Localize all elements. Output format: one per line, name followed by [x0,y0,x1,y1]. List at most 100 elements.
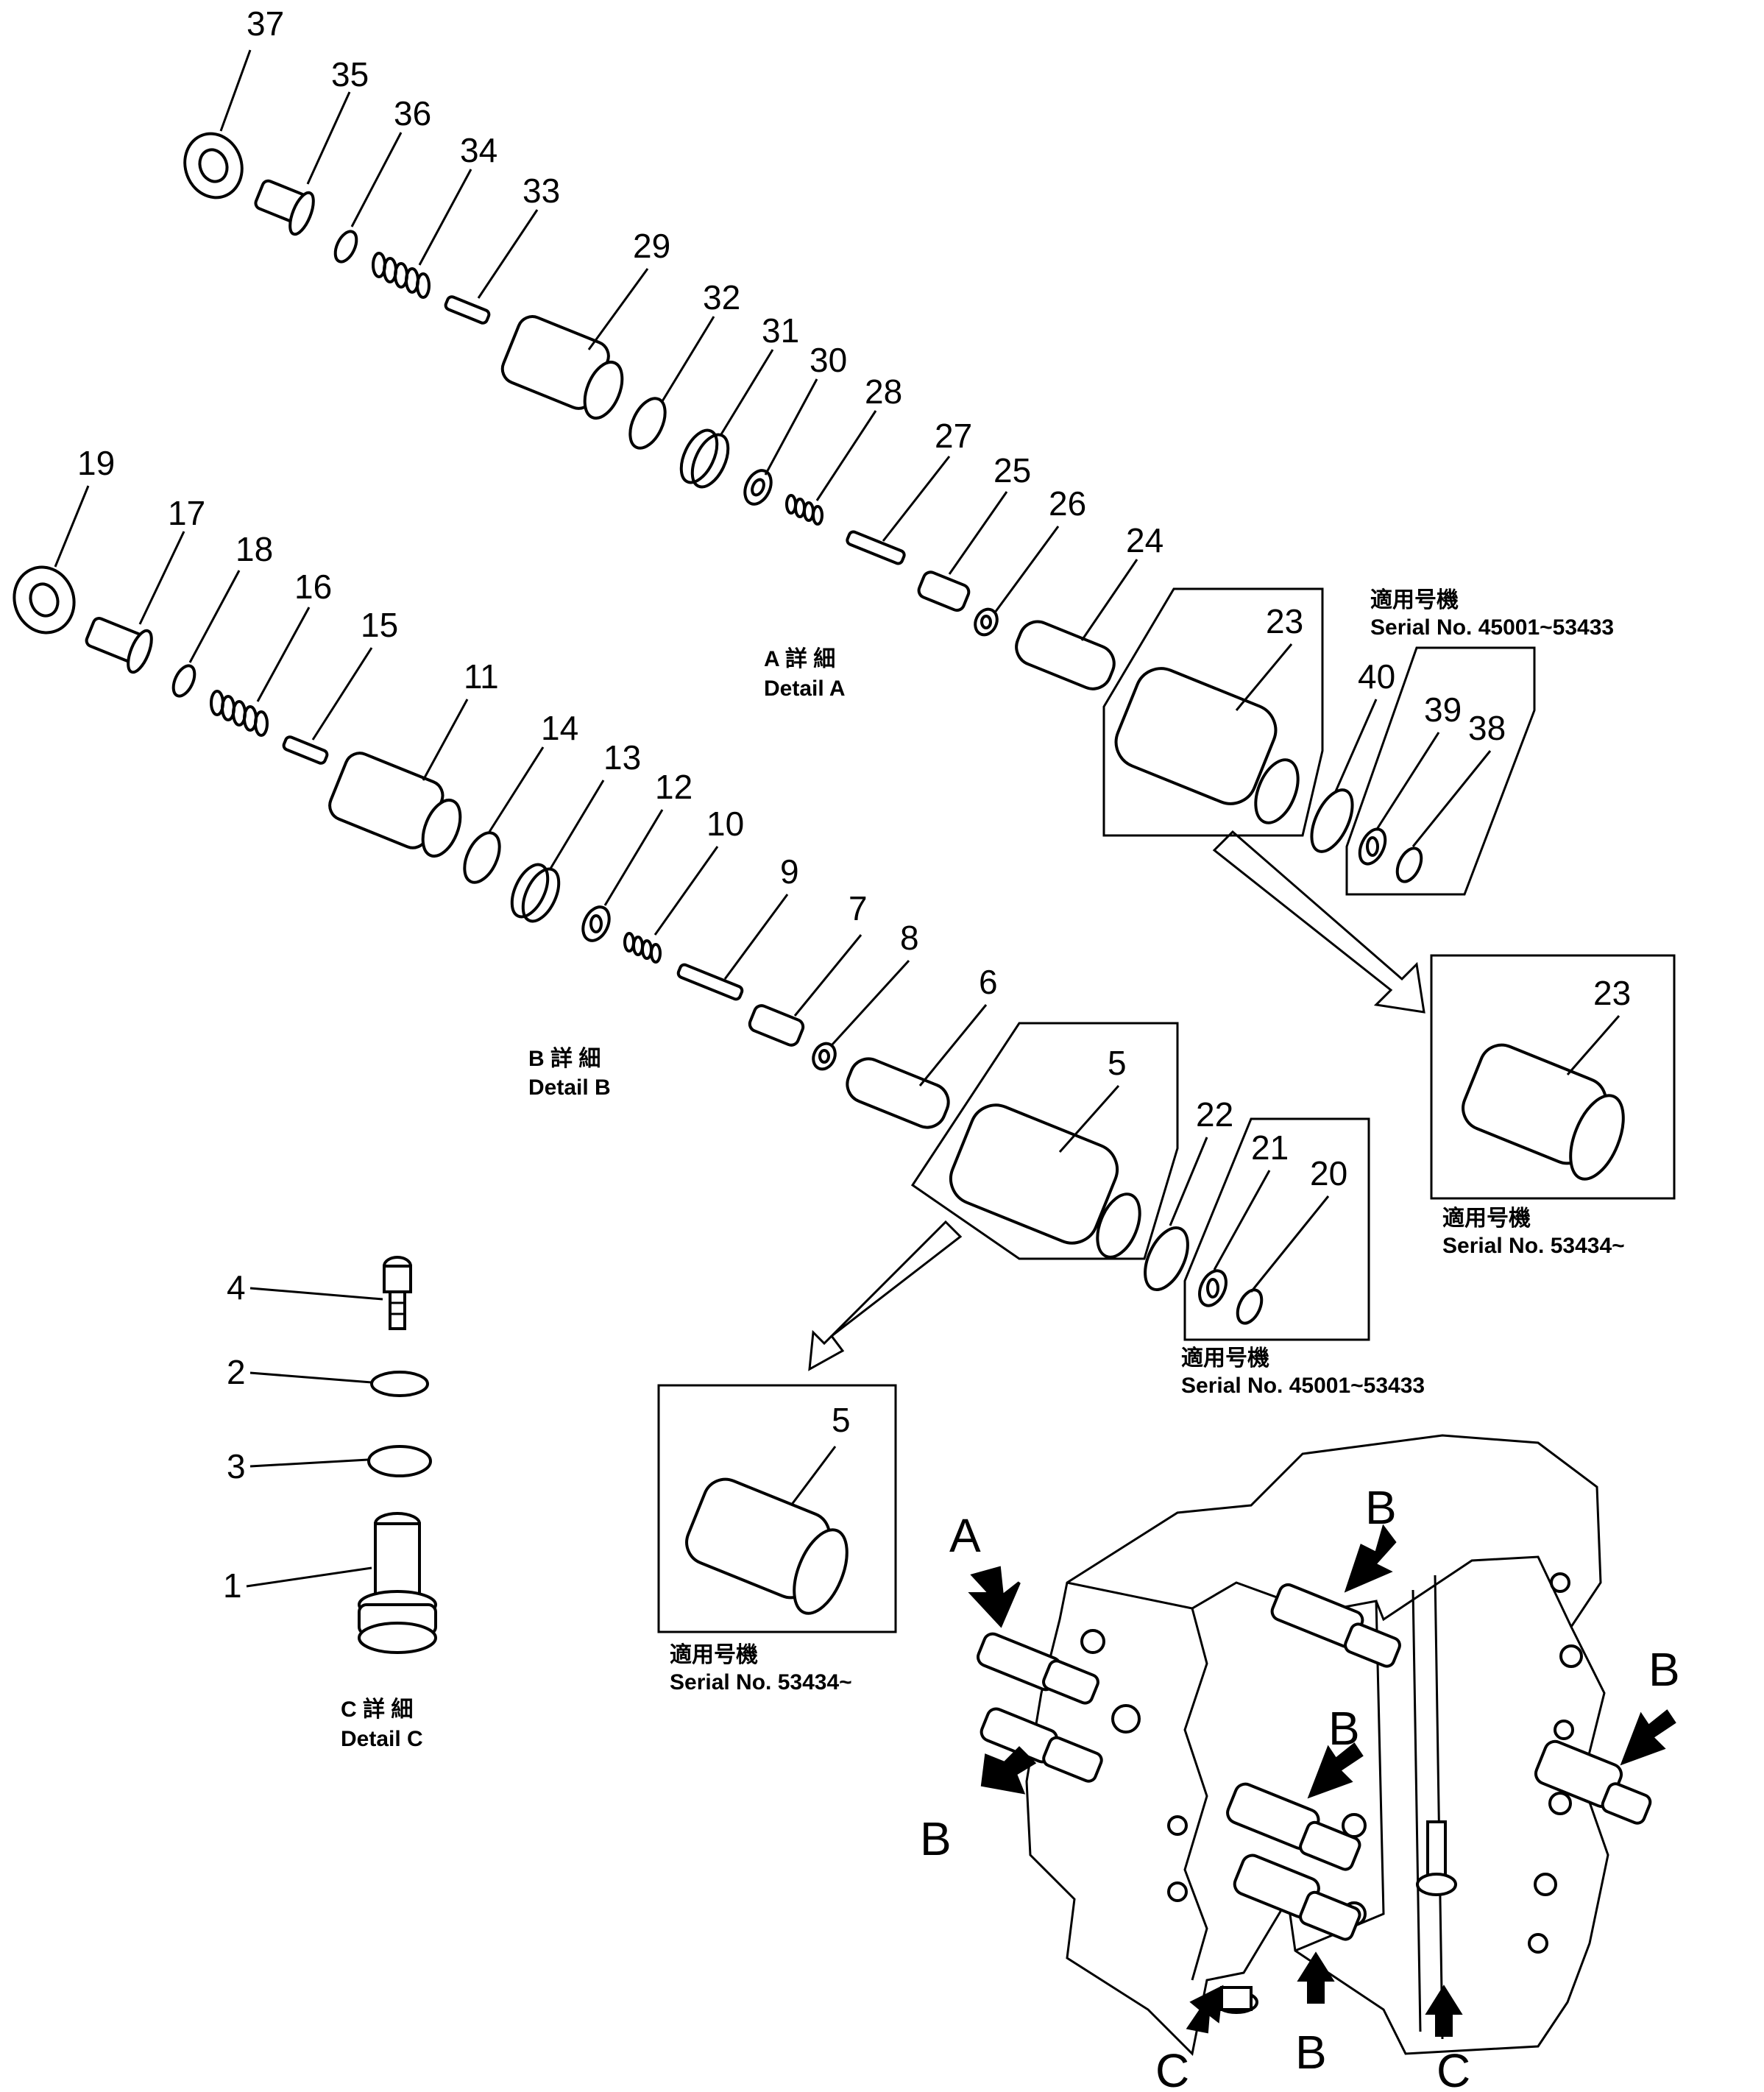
control-valve-assembly: A B B B B B C B C [920,1434,1680,2092]
part-38-oring [1395,847,1423,883]
part-26-ring [974,607,999,637]
part-21-backup [1198,1269,1228,1307]
callout-1: 1 [223,1566,242,1605]
callout-9: 9 [780,852,799,891]
parts-21-20-frame [1183,1117,1370,1341]
new-part-5 [685,1477,849,1615]
part-5-frame [910,1022,1179,1260]
part-9-poppet [676,963,744,1001]
part-10-spring [623,932,662,964]
callout-27: 27 [935,417,972,455]
callout-40: 40 [1358,657,1395,696]
label-b-top: B [1365,1481,1397,1534]
callout-25: 25 [993,451,1031,490]
detail-b-en: Detail B [528,1075,611,1100]
callout-29: 29 [633,227,670,265]
label-b-left: B [920,1812,952,1865]
part-7-sleeve [748,1004,805,1047]
part-39-backup [1358,827,1387,866]
detail-c-jp: C 詳 細 [341,1697,413,1722]
new-part-23 [1462,1043,1625,1181]
part-37-nut [183,132,244,199]
part-29-valve-body [500,315,624,420]
part-11-valve-body [328,752,462,858]
callout-30: 30 [810,341,847,379]
arrow-b-right [1620,1709,1676,1766]
part-8-ring [812,1042,837,1071]
label-c-left: C [1155,2044,1189,2092]
part-12-washer [581,905,611,942]
callout-31: 31 [762,311,799,350]
part-1-fitting [358,1512,437,1654]
callout-26: 26 [1049,484,1086,523]
part-2-oring [370,1371,429,1397]
callout-23: 23 [1266,602,1303,640]
arrow-b-bottom [1297,1951,1335,2004]
callout-37: 37 [247,4,284,43]
callout-11: 11 [464,657,499,696]
callout-34: 34 [460,131,497,169]
label-b-right: B [1648,1643,1680,1696]
part-18-oring [171,664,196,698]
arrow-b-left [980,1746,1037,1795]
relief-valve-b3 [1226,1782,1361,1871]
callout-28: 28 [865,372,902,411]
callout-22: 22 [1196,1095,1233,1134]
detail-b-new-serial-jp: 適用号機 [670,1642,758,1667]
part-16-spring [210,690,269,737]
parts-39-38-frame [1345,646,1536,896]
callout-15: 15 [361,606,398,644]
part-19-nut [13,565,76,635]
arrow-to-new-5 [808,1220,963,1371]
part-17-plug [85,617,153,674]
part-27-poppet [846,530,906,565]
arrow-c-left [1186,1985,1224,2034]
detail-a-group: 37 35 36 34 33 29 32 31 30 28 27 25 26 2… [183,4,1676,1258]
part-24-piston [1015,620,1116,690]
label-a: A [949,1509,981,1562]
arrow-c-right [1425,1985,1463,2037]
fitting-c1 [1416,1820,1457,1896]
callout-4: 4 [227,1268,246,1307]
detail-b-serial-old: Serial No. 45001~53433 [1181,1374,1425,1398]
callout-21: 21 [1251,1128,1289,1167]
part-31-backup-ring [679,428,730,489]
new-5-frame [657,1384,897,1633]
part-33-pin [444,295,491,325]
callout-20: 20 [1310,1154,1347,1192]
callout-10: 10 [706,805,744,843]
callout-12: 12 [655,768,693,806]
part-28-spring [785,494,823,526]
part-22-oring [1144,1226,1189,1292]
detail-c-en: Detail C [341,1727,423,1751]
detail-a-new-serial-jp: 適用号機 [1442,1206,1531,1231]
callout-5: 5 [1108,1044,1127,1082]
callout-36: 36 [394,94,431,132]
detail-a-en: Detail A [764,676,846,701]
part-4-bolt [383,1256,412,1330]
callout-17: 17 [168,494,205,532]
part-3-oring [367,1445,432,1477]
new-callout-23: 23 [1593,974,1631,1012]
new-callout-5: 5 [832,1401,851,1439]
label-b-bottom: B [1295,2026,1327,2079]
part-23-valve [1114,667,1300,824]
label-b-mid: B [1328,1702,1360,1755]
callout-39: 39 [1424,690,1462,729]
relief-valve-b2 [1270,1583,1401,1668]
callout-19: 19 [77,444,115,482]
arrow-b-top [1344,1524,1397,1593]
detail-c-group: 4 2 3 1 C 詳 細 Detail C [223,1256,437,1751]
part-23-frame [1102,587,1324,837]
detail-b-jp: B 詳 細 [528,1046,601,1071]
part-6-piston [846,1057,950,1129]
part-30-washer [743,469,773,506]
callout-3: 3 [227,1447,246,1485]
part-5-valve [949,1103,1141,1259]
callout-38: 38 [1468,709,1506,747]
callout-8: 8 [900,919,919,957]
part-25-sleeve [917,570,971,612]
callout-33: 33 [523,172,560,210]
callout-6: 6 [979,963,998,1001]
detail-a-jp: A 詳 細 [764,646,835,671]
